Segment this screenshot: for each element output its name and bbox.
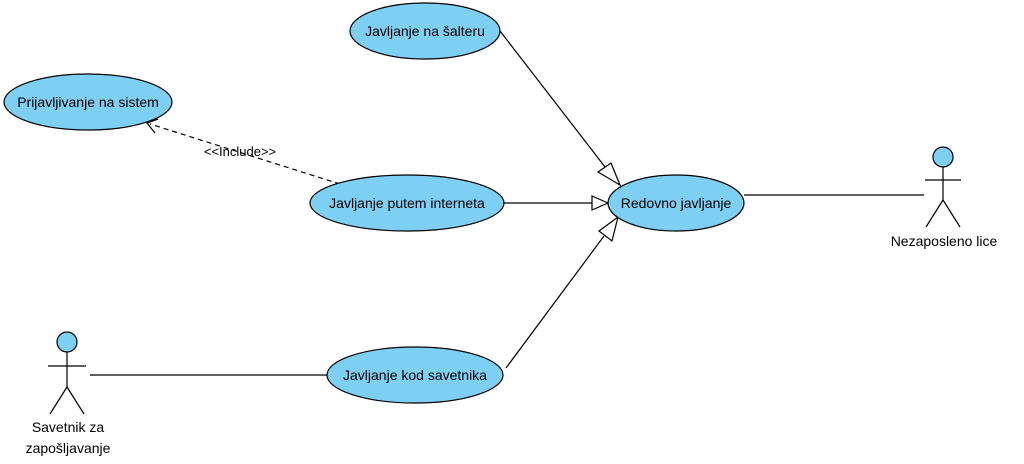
actor-label-line-2: zapošljavanje	[26, 440, 111, 456]
actor-savetnik-za-zaposljavanje[interactable]: Savetnik za zapošljavanje	[26, 331, 111, 456]
generalization-arrowhead	[591, 195, 610, 211]
include-stereotype-label: <<Include>>	[204, 144, 276, 159]
use-case-javljanje-kod-savetnika[interactable]: Javljanje kod savetnika	[326, 346, 504, 404]
use-case-ellipse[interactable]	[326, 346, 504, 404]
use-case-label: Redovno javljanje	[621, 195, 732, 211]
include-arrowhead	[146, 118, 159, 134]
actor-label: Nezaposleno lice	[891, 233, 998, 249]
generalization-salter-redovno	[499, 30, 613, 177]
generalization-savetnik-redovno	[505, 235, 605, 369]
use-case-label: Prijavljivanje na sistem	[17, 94, 159, 110]
use-case-label: Javljanje putem interneta	[329, 195, 485, 211]
stick-figure-icon	[48, 331, 86, 415]
use-case-label: Javljanje na šalteru	[365, 23, 485, 39]
use-case-ellipse[interactable]	[309, 174, 505, 232]
edges	[90, 30, 924, 376]
include-dependency	[149, 123, 341, 185]
actor-label-line-1: Savetnik za	[32, 419, 105, 435]
stick-figure-icon	[925, 146, 961, 228]
use-case-ellipse[interactable]	[3, 73, 173, 131]
use-case-javljanje-na-salteru[interactable]: Javljanje na šalteru	[349, 2, 501, 60]
use-case-ellipse[interactable]	[349, 2, 501, 60]
actor-nezaposleno-lice[interactable]: Nezaposleno lice	[891, 146, 998, 249]
use-case-javljanje-putem-interneta[interactable]: Javljanje putem interneta	[309, 174, 505, 232]
use-case-prijavljivanje-na-sistem[interactable]: Prijavljivanje na sistem	[3, 73, 173, 131]
use-case-ellipse[interactable]	[607, 174, 745, 232]
use-case-label: Javljanje kod savetnika	[343, 367, 487, 383]
generalization-arrowhead	[598, 215, 619, 243]
use-case-redovno-javljanje[interactable]: Redovno javljanje	[607, 174, 745, 232]
generalization-arrowhead	[596, 162, 622, 187]
